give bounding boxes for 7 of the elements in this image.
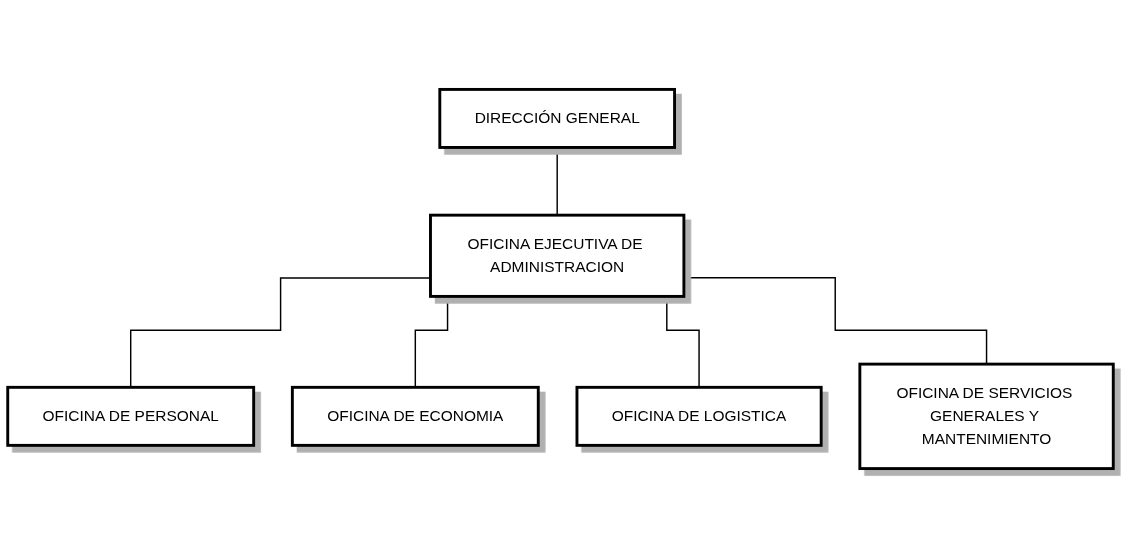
node-box: OFICINA DE LOGISTICA [575, 385, 823, 447]
node-box: OFICINA DE PERSONAL [6, 385, 256, 447]
connector [683, 277, 988, 365]
node-box: OFICINA EJECUTIVA DE ADMINISTRACION [429, 213, 686, 298]
node-box: OFICINA DE ECONOMIA [290, 385, 540, 447]
node-box: OFICINA DE SERVICIOS GENERALES Y MANTENIMIENTO [858, 362, 1115, 470]
node-box: DIRECCIÓN GENERAL [438, 88, 676, 149]
